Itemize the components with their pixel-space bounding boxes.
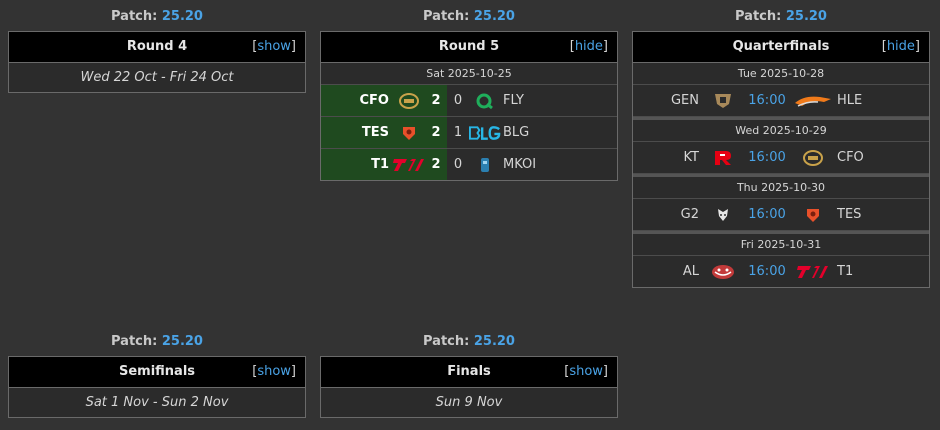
team2-name: BLG — [503, 125, 530, 140]
team1-name: KT — [683, 150, 699, 165]
qf-day-header: Wed 2025-10-29 — [633, 117, 929, 142]
match-row[interactable]: G2 16:00 TES — [633, 199, 929, 231]
match-row[interactable]: CFO 2 0 FLY — [321, 85, 617, 117]
team1-name: CFO — [321, 85, 393, 116]
semifinals-box: Semifinals [show] Sat 1 Nov - Sun 2 Nov — [8, 356, 306, 418]
match-time: 16:00 — [748, 93, 786, 108]
patch-line: Patch: 25.20 — [111, 9, 203, 24]
round5-header: Round 5 [hide] — [321, 32, 617, 63]
hle-logo-icon — [793, 93, 833, 109]
cfo-logo-icon — [393, 85, 425, 116]
al-logo-icon — [705, 263, 741, 281]
round4-title: Round 4 — [126, 39, 188, 54]
team1-name: G2 — [680, 207, 699, 222]
round5-toggle: [hide] — [569, 39, 608, 54]
tes-logo-icon — [393, 117, 425, 148]
score2: 1 — [453, 125, 463, 140]
quarterfinals-box: Quarterfinals [hide] Tue 2025-10-28 GEN … — [632, 31, 930, 288]
round4-box: Round 4 [show] Wed 22 Oct - Fri 24 Oct — [8, 31, 306, 93]
blg-logo-icon — [469, 125, 501, 141]
quarterfinals-toggle: [hide] — [881, 39, 920, 54]
team2-name: MKOI — [503, 157, 537, 172]
quarterfinals-hide-link[interactable]: hide — [886, 39, 915, 54]
finals-header: Finals [show] — [321, 357, 617, 388]
round5-section: Patch: 25.20 Round 5 [hide] Sat 2025-10-… — [320, 0, 618, 181]
qf-day-header: Thu 2025-10-30 — [633, 174, 929, 199]
finals-toggle: [show] — [564, 364, 608, 379]
patch-line: Patch: 25.20 — [735, 9, 827, 24]
match-row[interactable]: GEN 16:00 HLE — [633, 85, 929, 117]
team1-name: GEN — [670, 93, 699, 108]
match-row[interactable]: AL 16:00 T1 — [633, 256, 929, 287]
team2-name: T1 — [837, 264, 854, 279]
semifinals-toggle: [show] — [252, 364, 296, 379]
patch-line: Patch: 25.20 — [111, 334, 203, 349]
semifinals-title: Semifinals — [118, 364, 196, 379]
kt-logo-icon — [705, 149, 741, 167]
match-row[interactable]: TES 2 1 BLG — [321, 117, 617, 149]
tes-logo-icon — [793, 206, 833, 224]
finals-section: Patch: 25.20 Finals [show] Sun 9 Nov — [320, 325, 618, 418]
gen-logo-icon — [705, 92, 741, 110]
semifinals-section: Patch: 25.20 Semifinals [show] Sat 1 Nov… — [8, 325, 306, 418]
quarterfinals-title: Quarterfinals — [732, 39, 830, 54]
match-row[interactable]: T1 2 0 MKOI — [321, 149, 617, 180]
score1: 2 — [425, 149, 447, 180]
round4-toggle: [show] — [252, 39, 296, 54]
patch-line: Patch: 25.20 — [423, 9, 515, 24]
match-time: 16:00 — [748, 207, 786, 222]
fly-logo-icon — [469, 92, 501, 110]
team1-name: AL — [682, 264, 699, 279]
semifinals-show-link[interactable]: show — [257, 364, 291, 379]
match-time: 16:00 — [748, 150, 786, 165]
finals-title: Finals — [447, 364, 491, 379]
round5-day: Sat 2025-10-25 — [321, 63, 617, 85]
score1: 2 — [425, 117, 447, 148]
team1-name: T1 — [321, 149, 393, 180]
semifinals-dates: Sat 1 Nov - Sun 2 Nov — [9, 388, 305, 417]
team2-name: FLY — [503, 93, 524, 108]
team2-name: HLE — [837, 93, 863, 108]
g2-logo-icon — [705, 206, 741, 224]
qf-day-header: Tue 2025-10-28 — [633, 63, 929, 85]
round4-header: Round 4 [show] — [9, 32, 305, 63]
finals-dates: Sun 9 Nov — [321, 388, 617, 417]
team1-name: TES — [321, 117, 393, 148]
cfo-logo-icon — [793, 149, 833, 167]
finals-show-link[interactable]: show — [569, 364, 603, 379]
score2: 0 — [453, 157, 463, 172]
t1-logo-icon — [393, 149, 425, 180]
patch-line: Patch: 25.20 — [423, 334, 515, 349]
round4-show-link[interactable]: show — [257, 39, 291, 54]
t1-logo-icon — [793, 264, 833, 280]
semifinals-header: Semifinals [show] — [9, 357, 305, 388]
score2: 0 — [453, 93, 463, 108]
mkoi-logo-icon — [469, 156, 501, 174]
round5-box: Round 5 [hide] Sat 2025-10-25 CFO 2 0 FL… — [320, 31, 618, 181]
quarterfinals-section: Patch: 25.20 Quarterfinals [hide] Tue 20… — [632, 0, 930, 288]
team2-name: TES — [837, 207, 862, 222]
team2-name: CFO — [837, 150, 864, 165]
round5-hide-link[interactable]: hide — [574, 39, 603, 54]
qf-day-header: Fri 2025-10-31 — [633, 231, 929, 256]
quarterfinals-header: Quarterfinals [hide] — [633, 32, 929, 63]
finals-box: Finals [show] Sun 9 Nov — [320, 356, 618, 418]
round5-title: Round 5 — [438, 39, 500, 54]
match-row[interactable]: KT 16:00 CFO — [633, 142, 929, 174]
round4-section: Patch: 25.20 Round 4 [show] Wed 22 Oct -… — [8, 0, 306, 93]
score1: 2 — [425, 85, 447, 116]
round4-dates: Wed 22 Oct - Fri 24 Oct — [9, 63, 305, 92]
match-time: 16:00 — [748, 264, 786, 279]
